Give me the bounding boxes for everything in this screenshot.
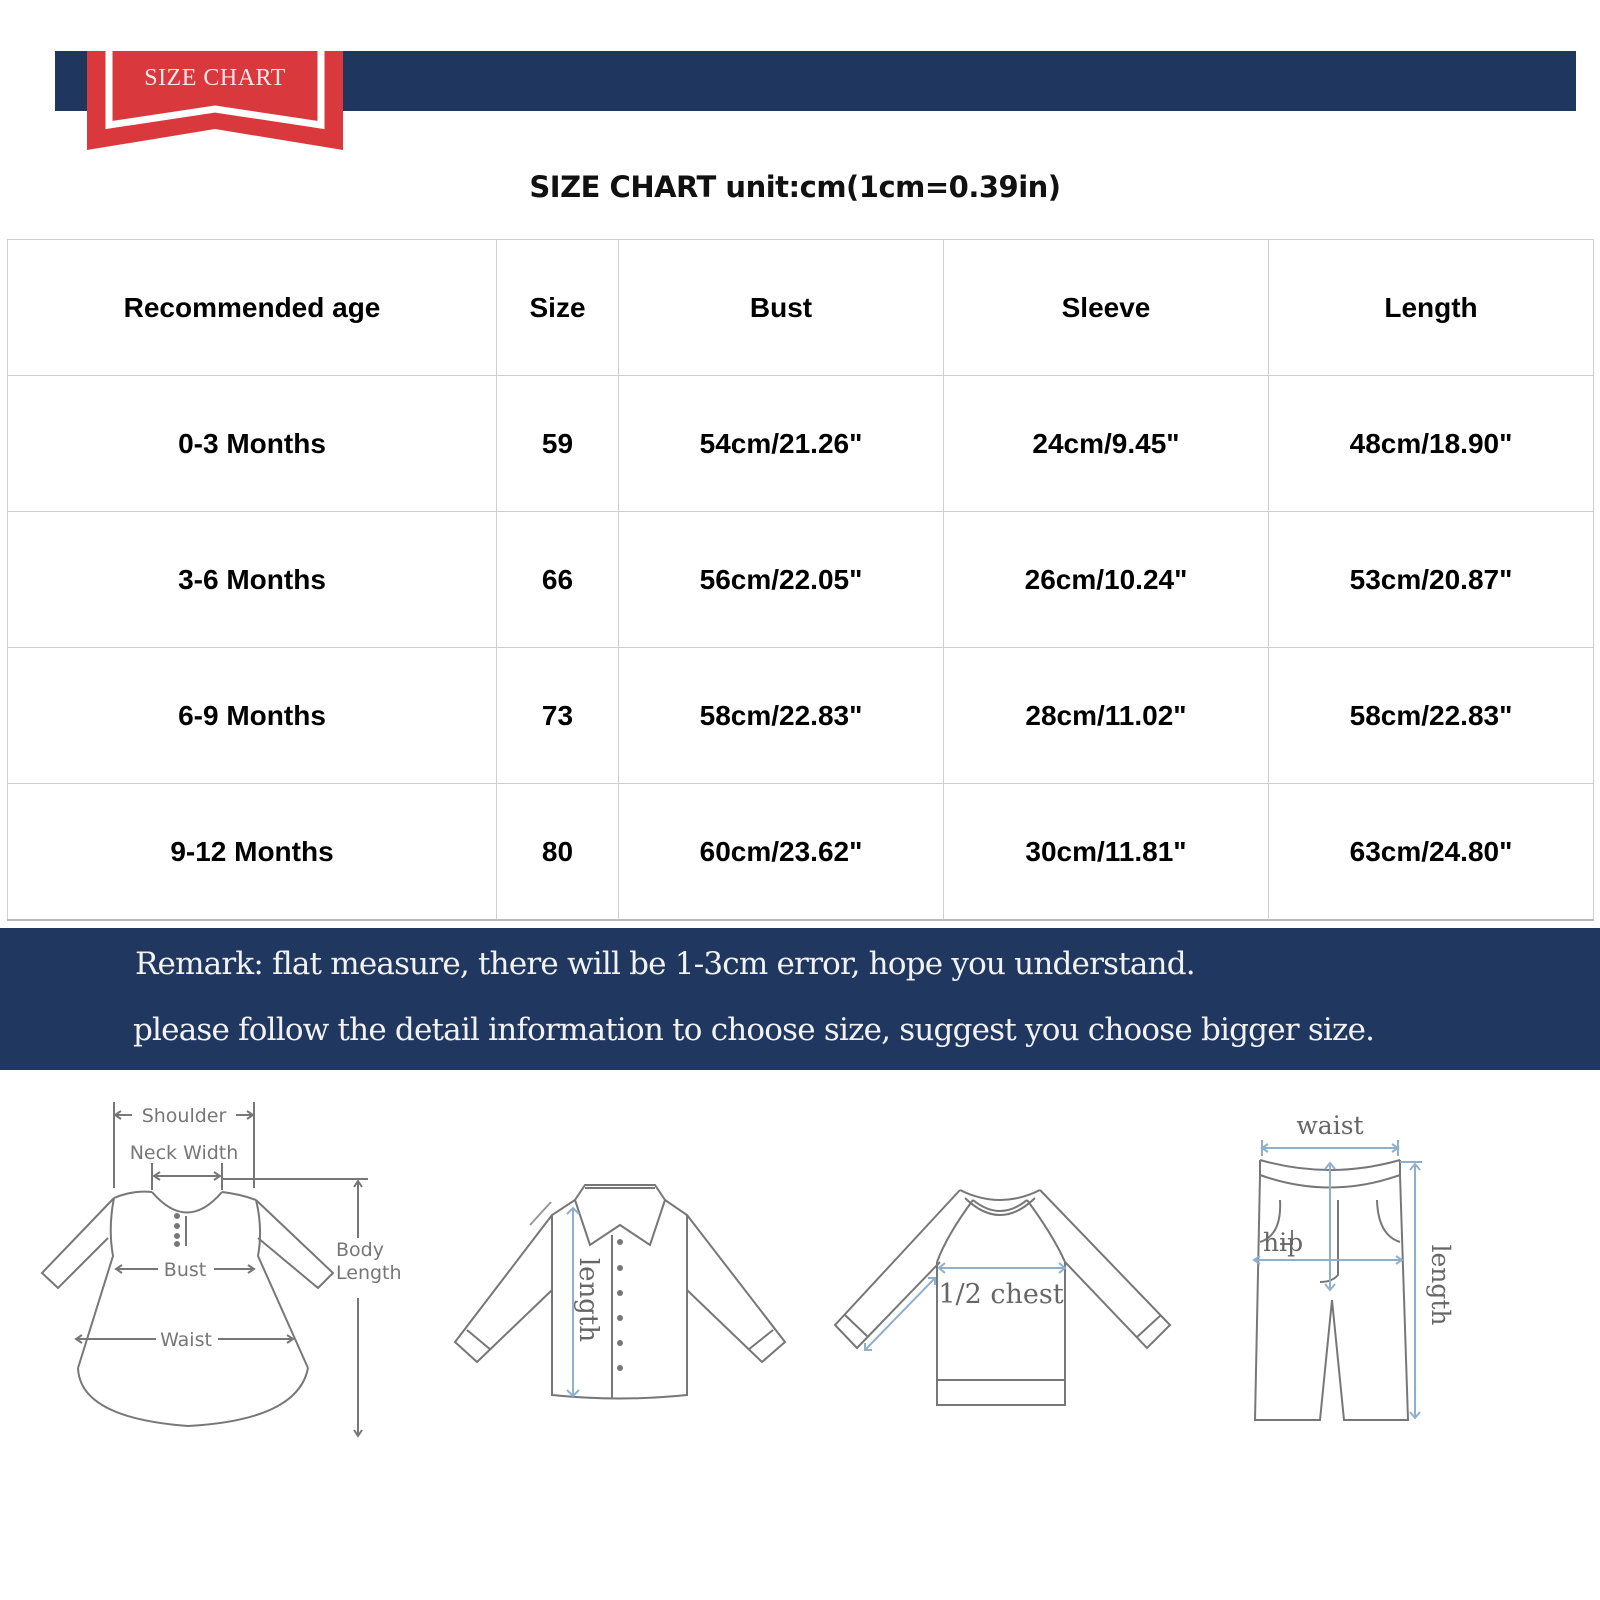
ribbon-shape-icon: [87, 51, 343, 150]
cell-bust: 54cm/21.26": [618, 375, 944, 512]
dress-waist-label: Waist: [160, 1329, 212, 1351]
size-table: Recommended age Size Bust Sleeve Length …: [7, 239, 1594, 921]
cell-age: 0-3 Months: [7, 375, 497, 512]
ribbon-label: SIZE CHART: [144, 65, 286, 91]
table-row: 9-12 Months 80 60cm/23.62" 30cm/11.81" 6…: [7, 783, 1594, 921]
cell-length: 58cm/22.83": [1268, 647, 1594, 784]
table-row: 6-9 Months 73 58cm/22.83" 28cm/11.02" 58…: [7, 647, 1594, 784]
pants-hip-label: hip: [1263, 1228, 1303, 1257]
cell-size: 66: [496, 511, 619, 648]
size-chart-ribbon: SIZE CHART: [87, 51, 343, 150]
cell-sleeve: 24cm/9.45": [943, 375, 1269, 512]
cell-bust: 56cm/22.05": [618, 511, 944, 648]
remark-line-2: please follow the detail information to …: [133, 1012, 1375, 1048]
dress-length-label: Length: [336, 1262, 402, 1284]
pants-diagram-icon: waist hip length: [1252, 1111, 1470, 1430]
cell-sleeve: 28cm/11.02": [943, 647, 1269, 784]
cell-size: 59: [496, 375, 619, 512]
dress-shoulder-label: Shoulder: [142, 1105, 227, 1127]
cell-size: 80: [496, 783, 619, 921]
remark-line-1: Remark: flat measure, there will be 1-3c…: [135, 946, 1196, 982]
dress-neck-width-label: Neck Width: [130, 1142, 239, 1164]
header-sleeve: Sleeve: [943, 239, 1269, 376]
cell-bust: 60cm/23.62": [618, 783, 944, 921]
header-bust: Bust: [618, 239, 944, 376]
remark-banner: Remark: flat measure, there will be 1-3c…: [0, 928, 1600, 1070]
cell-length: 48cm/18.90": [1268, 375, 1594, 512]
cell-sleeve: 30cm/11.81": [943, 783, 1269, 921]
dress-body-label: Body: [336, 1239, 384, 1261]
table-row: 0-3 Months 59 54cm/21.26" 24cm/9.45" 48c…: [7, 375, 1594, 512]
pants-length-label: length: [1426, 1244, 1455, 1325]
header-recommended-age: Recommended age: [7, 239, 497, 376]
dress-bust-label: Bust: [164, 1259, 206, 1281]
header-length: Length: [1268, 239, 1594, 376]
cell-bust: 58cm/22.83": [618, 647, 944, 784]
table-row: 3-6 Months 66 56cm/22.05" 26cm/10.24" 53…: [7, 511, 1594, 648]
shirt-length-label: length: [573, 1258, 603, 1343]
sweater-chest-label: 1/2 chest: [938, 1279, 1063, 1310]
dress-diagram-icon: Shoulder Neck Width Bust Waist Body Leng…: [18, 1098, 418, 1438]
table-header-row: Recommended age Size Bust Sleeve Length: [7, 239, 1594, 376]
cell-sleeve: 26cm/10.24": [943, 511, 1269, 648]
cell-age: 3-6 Months: [7, 511, 497, 648]
header-size: Size: [496, 239, 619, 376]
cell-length: 53cm/20.87": [1268, 511, 1594, 648]
pants-waist-label: waist: [1296, 1111, 1363, 1140]
cell-length: 63cm/24.80": [1268, 783, 1594, 921]
sweater-diagram-icon: 1/2 chest: [833, 1180, 1175, 1410]
cell-age: 6-9 Months: [7, 647, 497, 784]
cell-size: 73: [496, 647, 619, 784]
cell-age: 9-12 Months: [7, 783, 497, 921]
shirt-diagram-icon: length: [453, 1180, 795, 1410]
page-title: SIZE CHART unit:cm(1cm=0.39in): [529, 170, 1061, 204]
